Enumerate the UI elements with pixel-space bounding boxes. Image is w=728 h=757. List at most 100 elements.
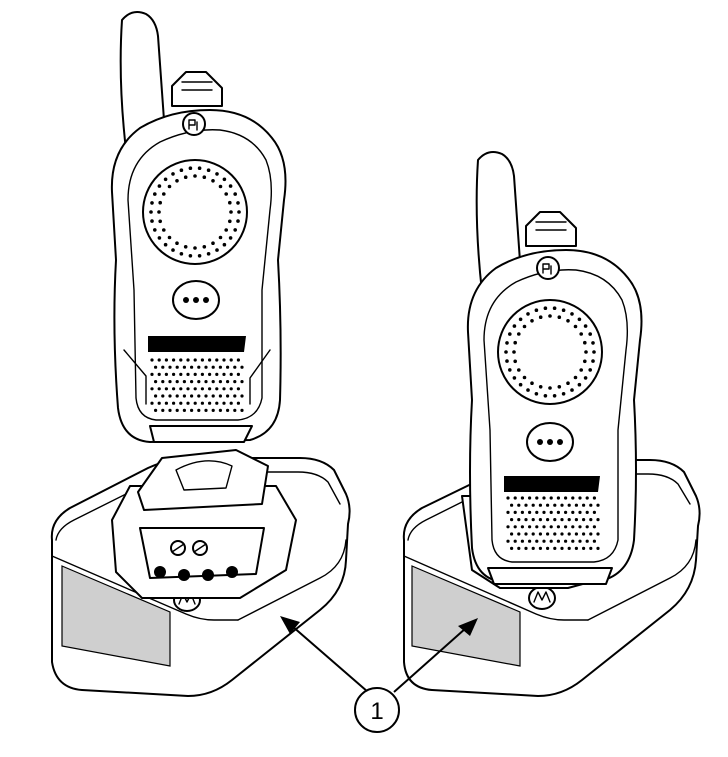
charger-cradle-empty [50, 449, 351, 697]
grille-dot [524, 503, 528, 507]
speaker-dot [175, 241, 179, 245]
grille-dot [172, 372, 176, 376]
grille-dot [520, 525, 525, 529]
grille-dot [208, 372, 212, 376]
speaker-dot [237, 210, 241, 214]
grille-dot [211, 380, 215, 384]
grille-dot [510, 546, 514, 551]
speaker-dot [175, 179, 179, 183]
speaker-grille-icon [497, 299, 603, 405]
grille-dot [542, 539, 546, 543]
grille-dot [564, 510, 568, 514]
radio-handset-left [110, 11, 287, 443]
speaker-dot [579, 368, 583, 372]
speaker-dot [206, 252, 211, 256]
speaker-dot [236, 201, 240, 205]
speaker-dot [224, 192, 228, 196]
speaker-dot [552, 394, 557, 398]
grille-dot [157, 387, 161, 391]
speaker-dot [215, 248, 219, 252]
grille-dot [190, 365, 194, 369]
speaker-dot [167, 235, 172, 240]
speaker-dot [583, 340, 587, 345]
grille-dot [513, 496, 517, 500]
grille-dot [589, 546, 593, 551]
grille-dot [240, 408, 244, 412]
grille-dot [517, 503, 521, 507]
grille-dot [172, 387, 176, 391]
grille-dot [517, 518, 521, 522]
speaker-dot [171, 172, 175, 176]
grille-dot [560, 546, 564, 551]
grille-dot [538, 518, 543, 522]
speaker-dot [222, 177, 227, 182]
grille-dot [218, 394, 222, 398]
speaker-dot [162, 228, 166, 232]
grille-dot [592, 525, 597, 529]
grille-dot [164, 387, 168, 391]
speaker-dot [150, 201, 154, 205]
grille-dot [197, 408, 201, 412]
speaker-dot [513, 340, 517, 345]
grille-dot [229, 372, 233, 376]
grille-dot [168, 365, 172, 369]
grille-dot [157, 372, 161, 376]
speaker-dot [162, 192, 166, 196]
grille-dot [208, 401, 212, 405]
grille-dot [175, 365, 179, 369]
grille-dot [215, 401, 219, 405]
grille-dot [571, 539, 575, 543]
grille-dot [520, 510, 525, 514]
speaker-dot [229, 210, 233, 214]
speaker-dot [193, 174, 197, 178]
grille-dot [204, 394, 208, 398]
menu-button-icon [172, 280, 220, 320]
speaker-dot [171, 248, 175, 252]
grille-dot [157, 358, 161, 362]
grille-dot [208, 387, 212, 391]
speaker-dot [583, 359, 587, 364]
speaker-dot [588, 368, 592, 372]
grille-dot [585, 496, 589, 500]
grille-dot [222, 372, 226, 376]
speaker-dot [518, 382, 523, 387]
grille-dot [560, 503, 564, 507]
grille-dot [193, 401, 197, 405]
grille-dot [506, 539, 510, 543]
grille-dot [240, 394, 244, 398]
grille-dot [215, 372, 219, 376]
grille-dot [535, 539, 539, 543]
speaker-dots [149, 166, 241, 258]
grille-dot [513, 539, 517, 543]
grille-dot [226, 408, 230, 412]
grille-dot [193, 387, 197, 391]
grille-dot [197, 380, 201, 384]
grille-dot [218, 365, 222, 369]
speaker-dot [584, 350, 588, 354]
grille-dot [211, 394, 215, 398]
speaker-dot [228, 236, 233, 240]
speaker-dot [534, 392, 539, 396]
grille-dot [564, 496, 568, 500]
speaker-dot [206, 168, 211, 172]
grille-dot [535, 510, 539, 514]
grille-dot [531, 546, 535, 551]
speaker-dot [579, 332, 583, 336]
grille-dot [585, 510, 589, 514]
grille-dot [510, 532, 514, 536]
grille-dot [179, 387, 183, 391]
grille-dot [197, 394, 201, 398]
speaker-dot [543, 394, 548, 398]
grille-dot [154, 365, 158, 369]
grille-dot [193, 372, 197, 376]
speaker-dot [573, 375, 578, 380]
speaker-dot [183, 175, 188, 179]
talk-button-icon [182, 112, 206, 136]
grille-dot [175, 408, 179, 412]
grille-dot [164, 401, 168, 405]
grille-dot [582, 503, 586, 507]
grille-dot [549, 496, 553, 500]
grille-dot [197, 365, 201, 369]
speaker-dot [548, 386, 552, 390]
grille-dot [513, 525, 517, 529]
